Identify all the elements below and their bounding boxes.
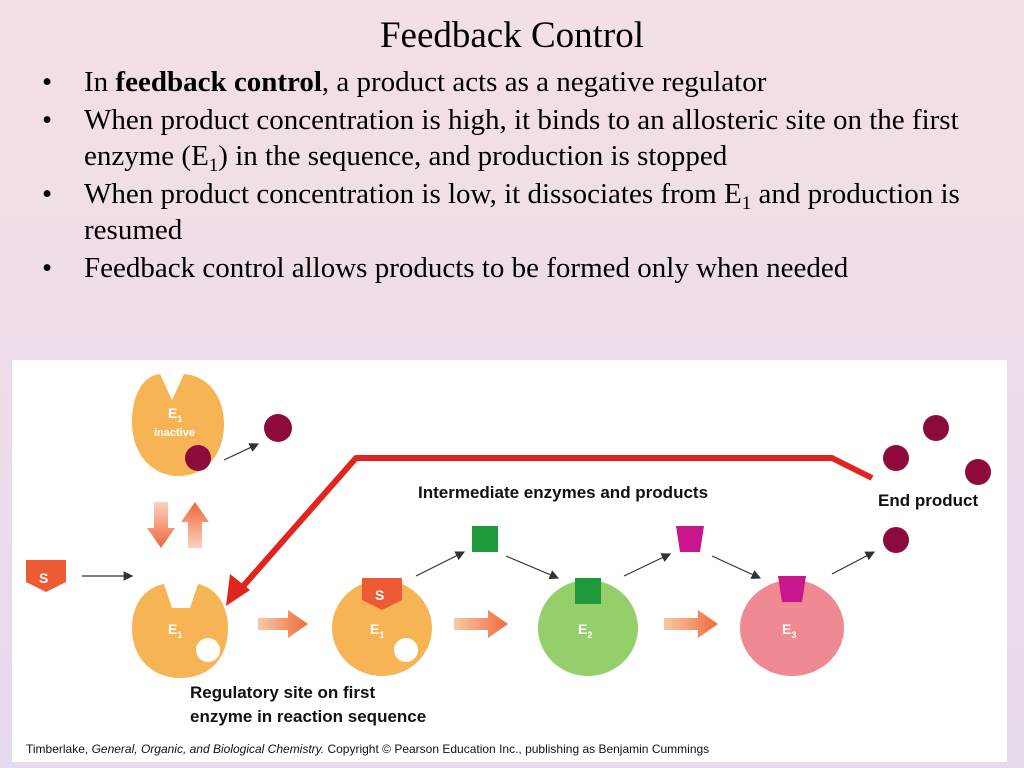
svg-text:S: S bbox=[39, 570, 48, 586]
svg-text:E1: E1 bbox=[168, 621, 182, 640]
e1-enzyme: E1 bbox=[132, 584, 228, 678]
substrate-shape: S bbox=[26, 560, 66, 592]
end-product-cluster bbox=[883, 415, 991, 485]
bullet-4: Feedback control allows products to be f… bbox=[38, 250, 998, 286]
intermediate-product-1 bbox=[472, 526, 498, 552]
regulatory-site-label-line2: enzyme in reaction sequence bbox=[190, 707, 426, 726]
flow-arrow-1 bbox=[258, 610, 308, 638]
figure-credit: Timberlake, General, Organic, and Biolog… bbox=[26, 742, 710, 756]
regulatory-site-label-line1: Regulatory site on first bbox=[190, 683, 375, 702]
equilibrium-arrows bbox=[147, 502, 209, 548]
e1-inactive-enzyme: E1 inactive bbox=[132, 374, 224, 476]
svg-text:E1: E1 bbox=[370, 621, 384, 640]
e1-substrate-complex: S E1 bbox=[332, 578, 432, 676]
slide-title: Feedback Control bbox=[379, 15, 645, 56]
feedback-inhibition-arrow bbox=[235, 455, 874, 594]
regulatory-site bbox=[196, 638, 220, 662]
bullet-list: In feedback control, a product acts as a… bbox=[38, 64, 998, 288]
product-dot-new bbox=[883, 527, 909, 553]
release-arrow bbox=[223, 443, 260, 461]
intermediate-label: Intermediate enzymes and products bbox=[418, 483, 708, 502]
svg-text:E3: E3 bbox=[782, 621, 796, 640]
bullet-3: When product concentration is low, it di… bbox=[38, 176, 998, 248]
svg-text:E2: E2 bbox=[578, 621, 592, 640]
feedback-diagram: E1 inactive S E1 S E1 bbox=[12, 360, 1007, 762]
released-product bbox=[264, 414, 292, 442]
e3-enzyme: E3 bbox=[740, 576, 844, 676]
bullet-1: In feedback control, a product acts as a… bbox=[38, 64, 998, 100]
feedback-arrowhead bbox=[226, 574, 250, 606]
e2-enzyme: E2 bbox=[538, 578, 638, 676]
svg-text:S: S bbox=[375, 587, 384, 603]
intermediate-product-2 bbox=[676, 526, 704, 552]
end-product-label: End product bbox=[878, 491, 978, 510]
flow-arrow-3 bbox=[664, 610, 718, 638]
diagram-canvas: E1 inactive S E1 S E1 bbox=[26, 374, 991, 726]
bullet-2: When product concentration is high, it b… bbox=[38, 102, 998, 175]
bold-term: feedback control bbox=[115, 66, 322, 98]
inactive-text: inactive bbox=[154, 427, 195, 439]
flow-arrow-2 bbox=[454, 610, 508, 638]
svg-text:E1: E1 bbox=[168, 405, 182, 424]
bound-product-dot bbox=[185, 445, 211, 471]
